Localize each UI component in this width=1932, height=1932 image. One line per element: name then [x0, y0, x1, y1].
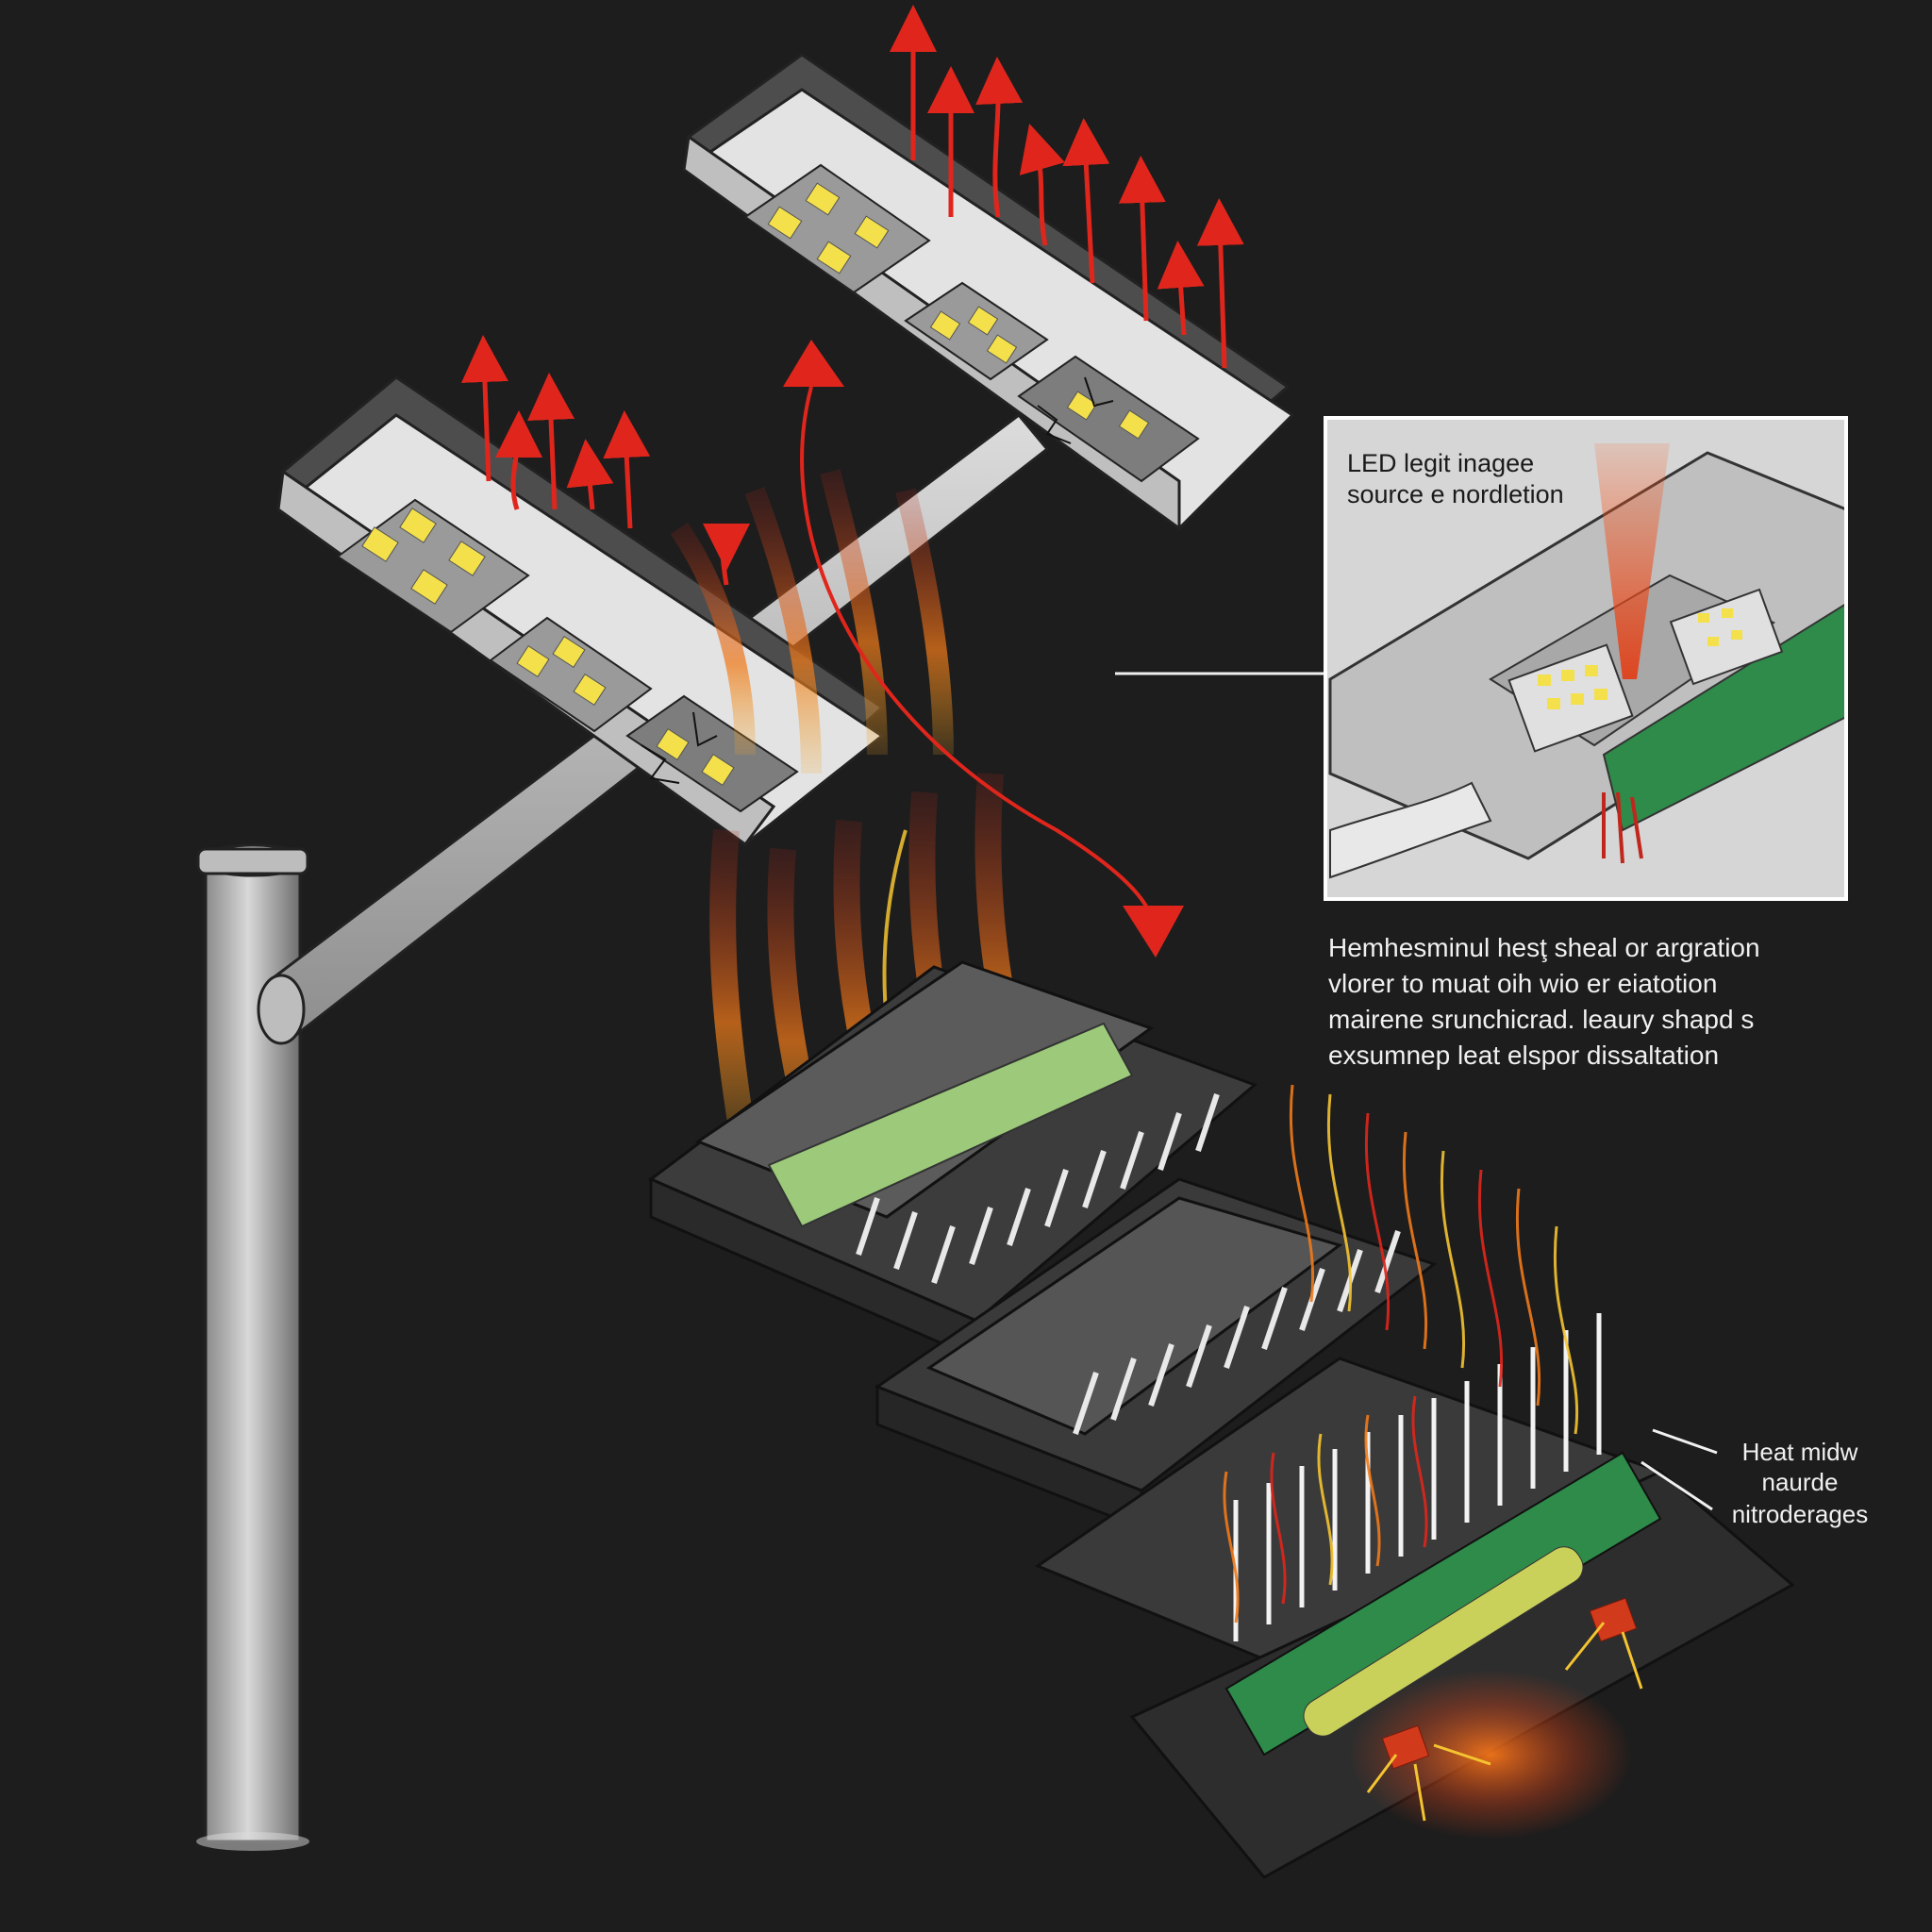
led-fixture-upper — [681, 53, 1295, 531]
heat-callout: Heat midw naurde nitroderages — [1641, 1428, 1869, 1528]
callout-line1: Heat midw — [1742, 1438, 1858, 1466]
callout-leader-line — [1641, 1460, 1713, 1511]
heat-wisps — [1223, 1084, 1579, 1624]
callout-line3: nitroderages — [1732, 1500, 1869, 1528]
description-line4: exsumnep leat elspor dissaltation — [1328, 1041, 1719, 1070]
heat-return-arrow — [783, 340, 1184, 958]
inset-caption-line1: LED legit inagee — [1347, 449, 1534, 477]
pcb-board — [1224, 1451, 1662, 1757]
heatsink-stage-3 — [1034, 1313, 1795, 1879]
heat-arrows-lower — [460, 335, 750, 586]
inset-heat-cone — [1594, 443, 1670, 679]
heatsink-stage-1 — [648, 960, 1257, 1361]
inset-detail: LED legit inagee source e nordletion — [1115, 416, 1848, 901]
description-text: Hemhesminul hesţ sheal or argration vlor… — [1328, 933, 1760, 1070]
callout-line2: naurde — [1762, 1468, 1839, 1496]
inset-caption-line2: source e nordletion — [1347, 480, 1564, 508]
led-module — [336, 498, 530, 634]
led-module-damaged — [625, 694, 799, 813]
inset-cable — [1329, 781, 1492, 879]
description-line2: vlorer to muat oih wio er eiatotion — [1328, 969, 1717, 998]
callout-leader-line — [1652, 1428, 1718, 1455]
led-fixture-lower — [275, 375, 885, 847]
led-module-damaged — [1017, 355, 1200, 483]
description-line1: Hemhesminul hesţ sheal or argration — [1328, 933, 1760, 962]
led-module — [489, 616, 653, 733]
heat-pipe — [1303, 1546, 1584, 1737]
hotspot — [1589, 1597, 1638, 1642]
heatsink-stage-2 — [874, 1177, 1438, 1531]
led-module — [743, 163, 931, 294]
heatsink-fins — [856, 1093, 1220, 1284]
heatsink-fins — [1233, 1313, 1602, 1641]
description-line3: mairene srunchicrad. leaury shapd s — [1328, 1005, 1754, 1034]
heatsink-fins — [1073, 1230, 1401, 1435]
led-module — [904, 281, 1049, 381]
heat-arrows-upper — [890, 5, 1244, 369]
